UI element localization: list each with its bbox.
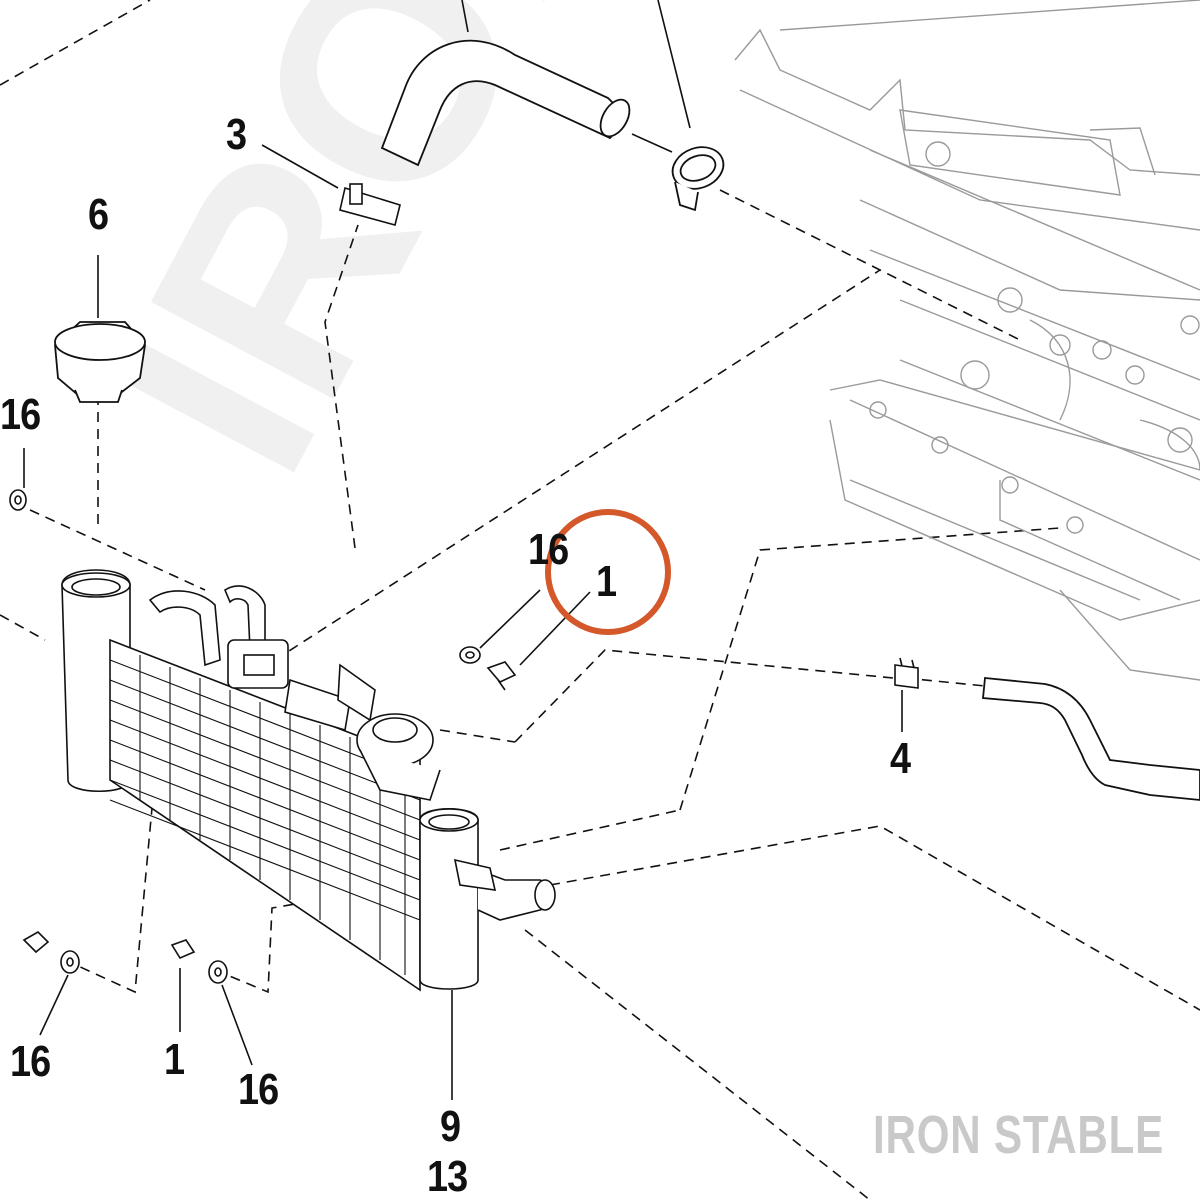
bolts-and-washers bbox=[9, 489, 517, 984]
callout-4[interactable]: 4 bbox=[890, 734, 911, 783]
engine-block bbox=[734, 0, 1200, 681]
leader-dashed-lower bbox=[679, 527, 1061, 811]
callout-1-highlighted[interactable]: 1 bbox=[596, 557, 617, 606]
hose-clamp bbox=[671, 146, 725, 212]
callout-3[interactable]: 3 bbox=[226, 110, 247, 159]
bolt-bl bbox=[22, 931, 50, 954]
bolt-mid bbox=[486, 661, 517, 683]
brand-watermark: IRON STABLE bbox=[873, 1105, 1164, 1165]
callout-6[interactable]: 6 bbox=[88, 190, 109, 239]
leader-dashed-clamp bbox=[719, 189, 1021, 341]
callout-1-bottom[interactable]: 1 bbox=[164, 1035, 185, 1084]
callout-16-bottom-left[interactable]: 16 bbox=[10, 1037, 51, 1086]
leader-dashed-diag-1 bbox=[274, 269, 881, 661]
leader-dashed-sensor bbox=[324, 224, 359, 549]
upper-hose bbox=[380, 39, 631, 167]
leader-dashed-left-edge bbox=[0, 614, 46, 641]
radiator bbox=[61, 569, 479, 992]
leader-16-bl bbox=[39, 974, 69, 1036]
leader-clamp-hose bbox=[631, 133, 673, 153]
lower-hose bbox=[982, 677, 1200, 801]
sensor-connector bbox=[339, 183, 401, 226]
leader-dashed-bottom bbox=[524, 929, 871, 1200]
leader-dashed-hose bbox=[904, 677, 986, 687]
bolt-bottom bbox=[170, 939, 196, 960]
callout-9[interactable]: 9 bbox=[440, 1102, 461, 1151]
callout-16-mid[interactable]: 16 bbox=[528, 525, 569, 574]
leader-engine-top bbox=[0, 0, 151, 86]
radiator-cap bbox=[54, 321, 146, 403]
leader-1-mid bbox=[519, 591, 591, 666]
leader-top-clamp bbox=[657, 0, 691, 129]
small-clip bbox=[894, 657, 919, 689]
leader-dashed-lower2 bbox=[499, 809, 681, 851]
highlight-circle bbox=[545, 509, 671, 635]
callout-16-left[interactable]: 16 bbox=[0, 390, 41, 439]
leader-16-bottom bbox=[221, 984, 253, 1066]
leader-dashed-mid bbox=[439, 729, 516, 743]
leader-16-mid bbox=[479, 589, 541, 649]
leader-top-hose bbox=[461, 0, 469, 33]
leader-3 bbox=[261, 144, 339, 189]
callout-13[interactable]: 13 bbox=[427, 1152, 468, 1201]
radiator-fittings bbox=[148, 585, 556, 921]
leader-dashed-bolt bbox=[514, 649, 894, 743]
callout-16-bottom[interactable]: 16 bbox=[238, 1065, 279, 1114]
leader-dashed-bl bbox=[64, 807, 200, 994]
leader-dashed-16 bbox=[29, 509, 206, 591]
leader-dashed-outlet bbox=[549, 825, 1200, 1011]
